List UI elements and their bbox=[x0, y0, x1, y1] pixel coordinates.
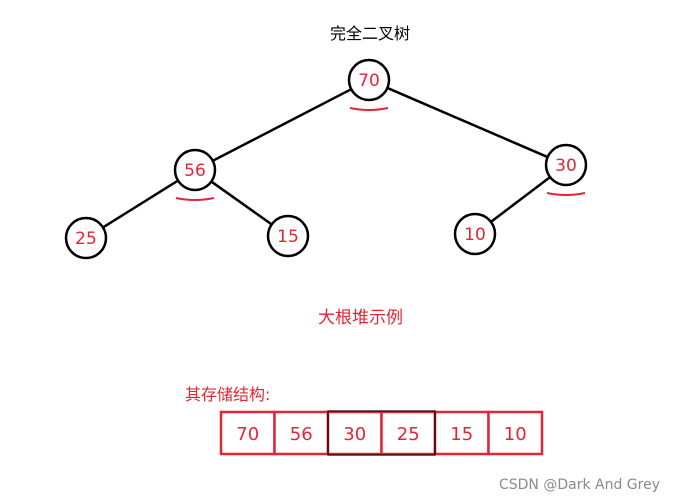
node-underline-mark bbox=[175, 197, 215, 201]
array-cell-value: 30 bbox=[343, 424, 366, 445]
node-underline-mark bbox=[546, 192, 586, 196]
node-circle bbox=[64, 216, 108, 260]
array-cell-1: 56 bbox=[273, 410, 330, 456]
watermark: CSDN @Dark And Grey bbox=[498, 477, 660, 493]
array-cell-5: 10 bbox=[487, 410, 544, 456]
heap-caption: 大根堆示例 bbox=[318, 308, 403, 328]
array-cell-0: 70 bbox=[219, 410, 276, 456]
node-label: 10 bbox=[464, 225, 486, 245]
array-cell-2: 30 bbox=[326, 410, 383, 456]
node-circle bbox=[347, 58, 391, 102]
array-cell-value: 10 bbox=[504, 424, 527, 445]
array-cell-value: 70 bbox=[236, 424, 259, 445]
array-cell-box bbox=[380, 410, 437, 456]
array-cell-value: 15 bbox=[450, 424, 473, 445]
storage-label: 其存储结构: bbox=[185, 385, 271, 404]
tree-edge-70-30 bbox=[386, 86, 549, 159]
array-cell-box bbox=[487, 410, 544, 456]
tree-nodes: 70 56 30 25 15 10 bbox=[64, 58, 588, 260]
tree-edge-56-15 bbox=[210, 180, 273, 226]
tree-node-56: 56 bbox=[173, 148, 217, 201]
array-cell-4: 15 bbox=[433, 410, 490, 456]
node-label: 25 bbox=[75, 229, 97, 249]
storage-array: 70 56 30 25 15 10 bbox=[219, 410, 544, 456]
node-label: 56 bbox=[184, 161, 206, 181]
node-circle bbox=[544, 143, 588, 187]
array-cell-box bbox=[273, 410, 330, 456]
tree-node-25: 25 bbox=[64, 216, 108, 260]
node-circle bbox=[266, 214, 310, 258]
array-cell-3: 25 bbox=[380, 410, 437, 456]
node-underline-mark bbox=[349, 107, 389, 111]
tree-edge-70-56 bbox=[212, 88, 352, 162]
array-cell-value: 25 bbox=[397, 424, 420, 445]
tree-edge-56-25 bbox=[102, 179, 179, 229]
tree-edge-30-10 bbox=[490, 176, 551, 223]
highlight-border bbox=[327, 410, 436, 456]
node-label: 30 bbox=[555, 156, 577, 176]
tree-node-70: 70 bbox=[347, 58, 391, 111]
diagram-title: 完全二叉树 bbox=[329, 24, 410, 43]
node-circle bbox=[453, 212, 497, 256]
node-label: 15 bbox=[277, 227, 299, 247]
tree-edges bbox=[102, 86, 551, 229]
node-label: 70 bbox=[358, 71, 380, 91]
array-cell-value: 56 bbox=[290, 424, 313, 445]
node-circle bbox=[173, 148, 217, 192]
tree-node-30: 30 bbox=[544, 143, 588, 196]
tree-node-10: 10 bbox=[453, 212, 497, 256]
tree-node-15: 15 bbox=[266, 214, 310, 258]
